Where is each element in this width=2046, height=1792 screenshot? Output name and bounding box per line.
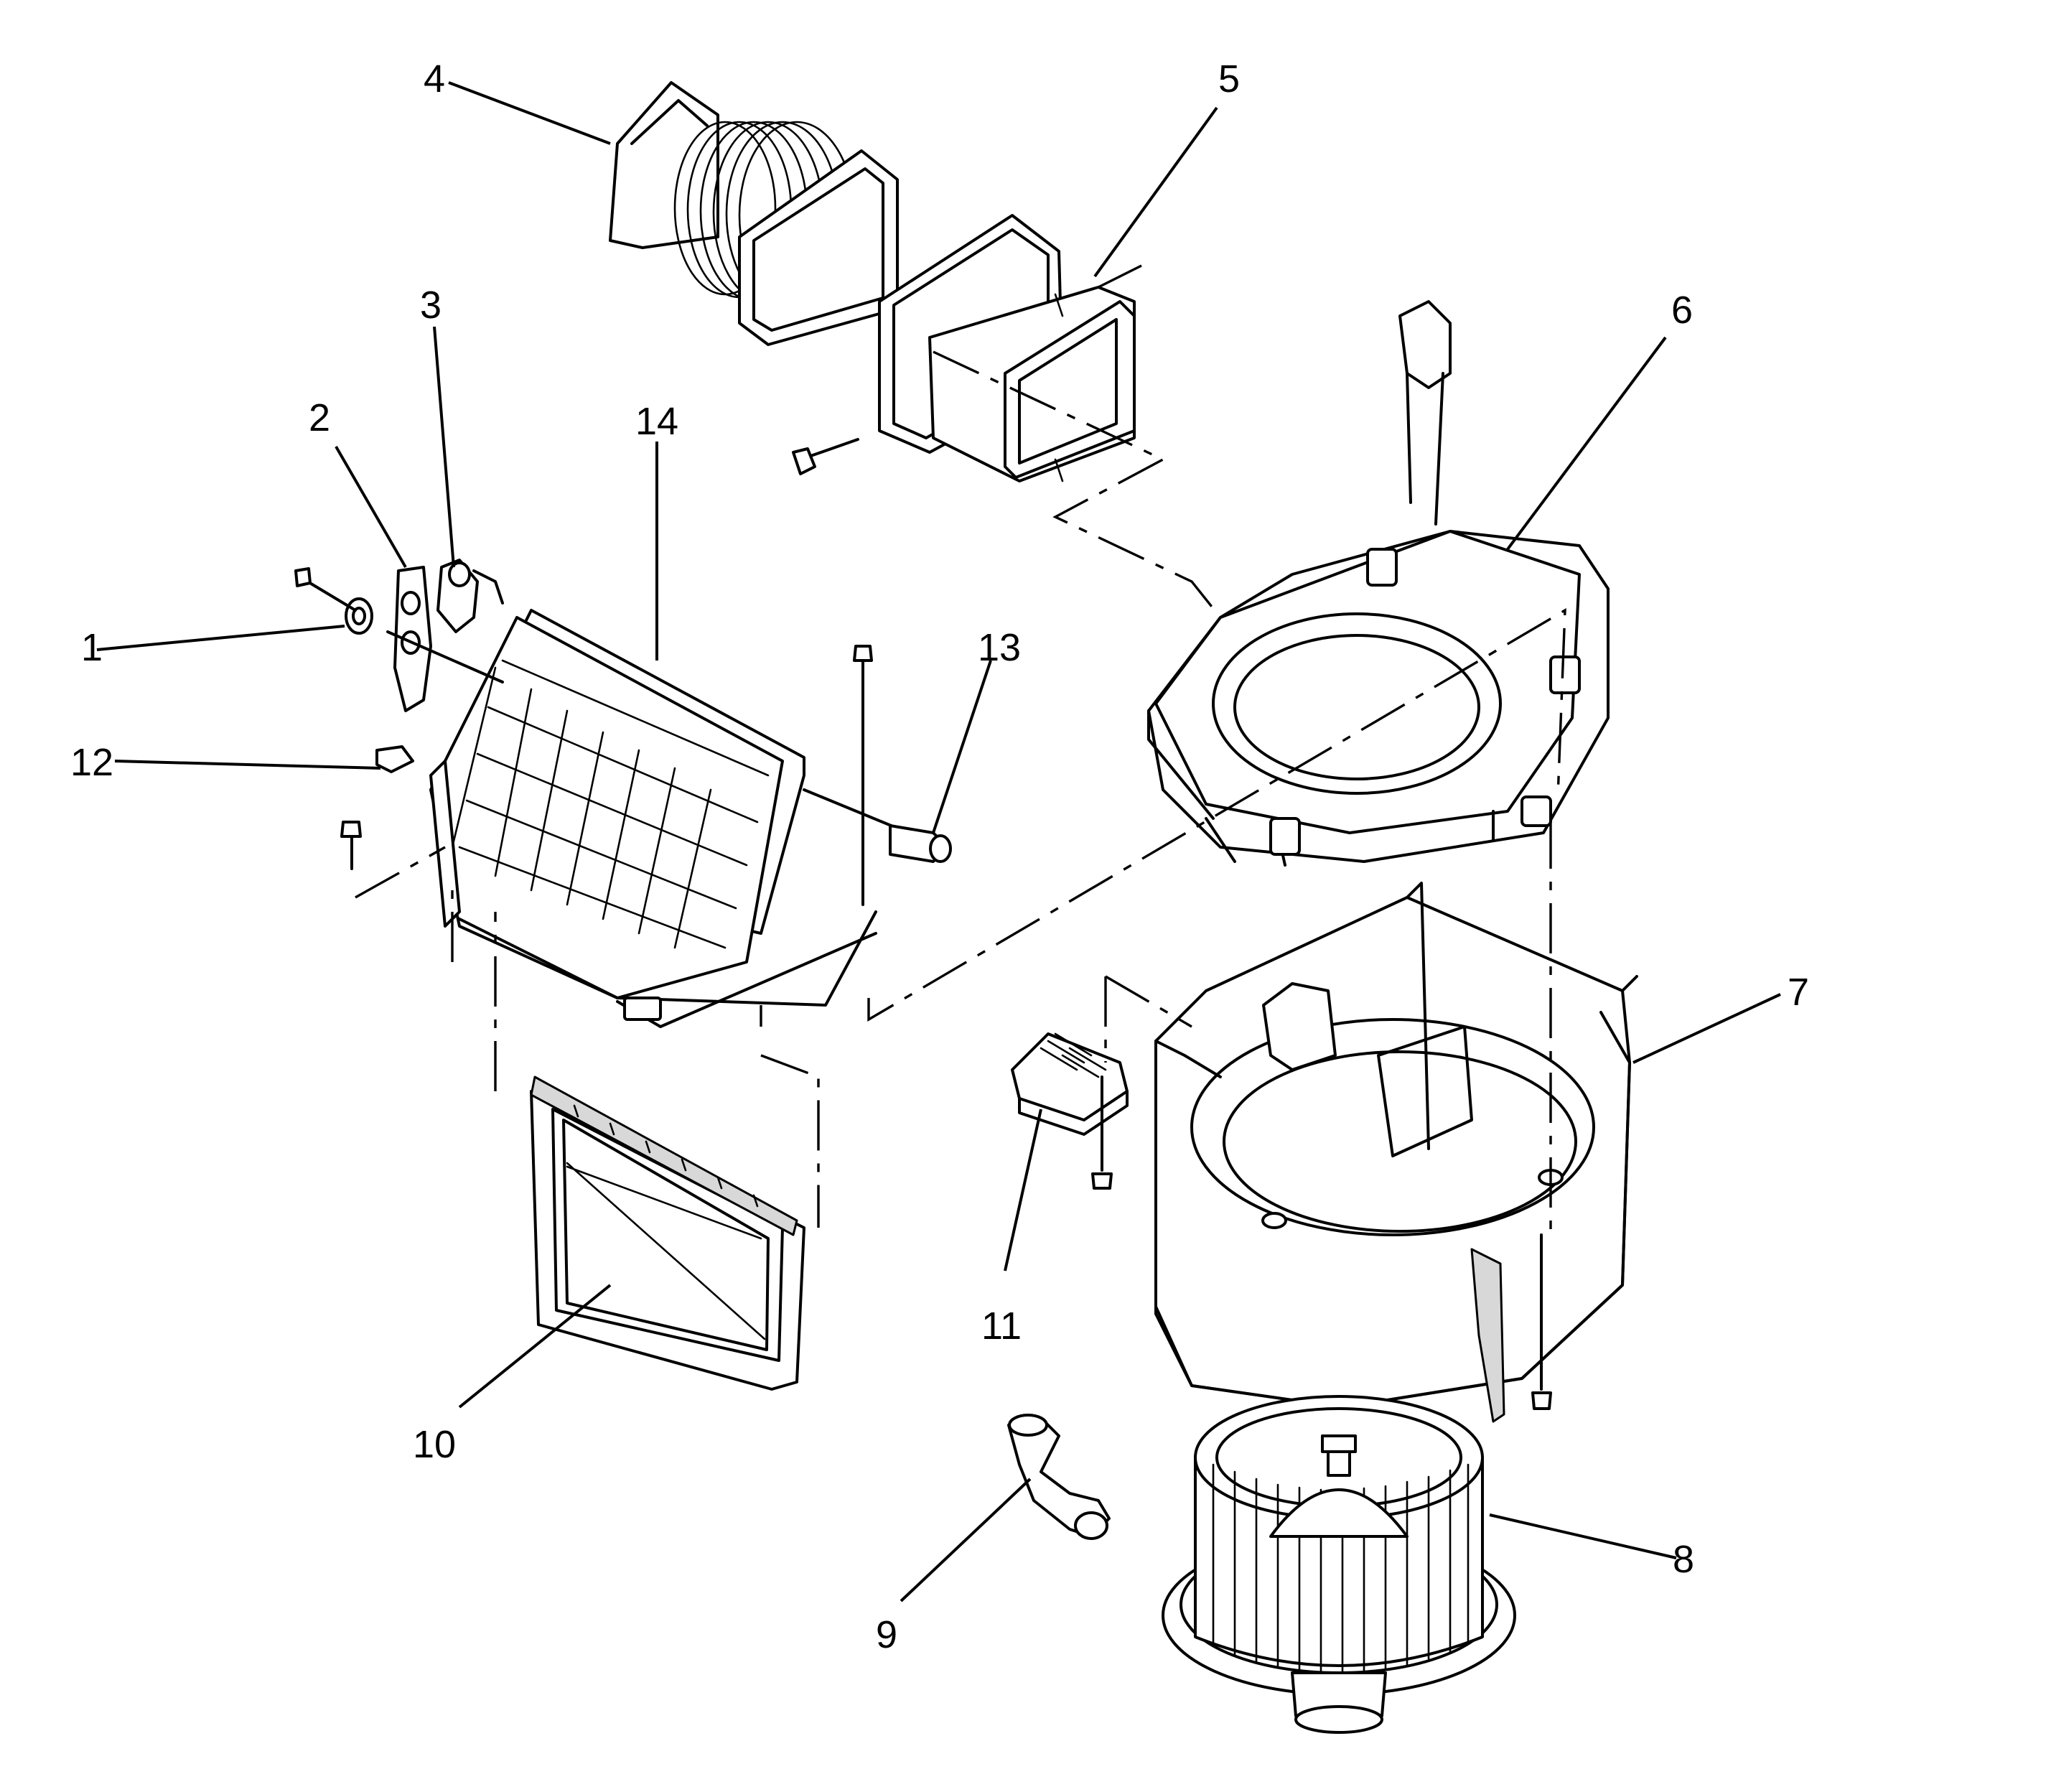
part-12-clip <box>375 745 414 773</box>
screw-part-11 <box>1091 1075 1113 1190</box>
part-6-upper-case <box>1147 300 1610 867</box>
callout-6: 6 <box>1671 289 1693 332</box>
callout-1: 1 <box>81 626 103 669</box>
leader-1 <box>96 625 345 651</box>
callout-7: 7 <box>1788 971 1809 1014</box>
leader-2 <box>335 445 407 569</box>
leader-lines <box>96 81 1781 1602</box>
callout-3: 3 <box>420 284 442 327</box>
screw-part-14-left <box>340 821 362 870</box>
leader-6 <box>1506 336 1667 551</box>
leader-12 <box>114 760 381 770</box>
part-7-lower-case <box>1154 882 1638 1423</box>
part-2-door-arm <box>393 566 432 712</box>
callout-10: 10 <box>413 1423 456 1466</box>
leader-8 <box>1489 1513 1677 1559</box>
screw-part-1 <box>294 567 357 612</box>
leader-4 <box>448 81 611 145</box>
callout-4: 4 <box>424 57 445 101</box>
leader-7 <box>1632 993 1781 1064</box>
leader-10 <box>458 1284 612 1409</box>
part-5-duct-adapter <box>878 214 1136 482</box>
callout-11: 11 <box>981 1305 1022 1348</box>
callout-12: 12 <box>70 741 113 784</box>
screw-part-7 <box>1531 1233 1552 1410</box>
leader-13 <box>932 660 992 834</box>
callout-2: 2 <box>309 396 330 439</box>
leader-5 <box>1093 106 1218 278</box>
screw-part-5 <box>792 438 859 475</box>
callout-13: 13 <box>978 626 1021 669</box>
part-10-filter-door <box>530 1075 805 1391</box>
part-4-flex-duct <box>609 81 899 346</box>
leader-9 <box>900 1478 1032 1602</box>
part-8-blower-motor <box>1162 1395 1516 1734</box>
callout-5: 5 <box>1218 57 1240 101</box>
callout-labels: 1 2 3 4 5 6 7 8 9 10 11 12 13 14 <box>70 57 1809 1656</box>
part-9-drain-tube <box>1007 1414 1111 1540</box>
screw-part-14-upper <box>853 645 873 906</box>
callout-9: 9 <box>876 1613 897 1656</box>
leader-11 <box>1004 1109 1042 1271</box>
assembly-alignment-lines <box>355 264 1566 1235</box>
callout-14: 14 <box>635 400 678 443</box>
part-11-resistor <box>1011 1032 1129 1136</box>
part-1-washer <box>345 597 373 635</box>
callout-8: 8 <box>1673 1538 1694 1581</box>
part-14-inlet-grille-housing <box>429 609 877 1028</box>
leader-3 <box>433 326 455 568</box>
part-3-lever-clip <box>436 559 504 633</box>
part-13-pivot-pin <box>889 824 952 863</box>
